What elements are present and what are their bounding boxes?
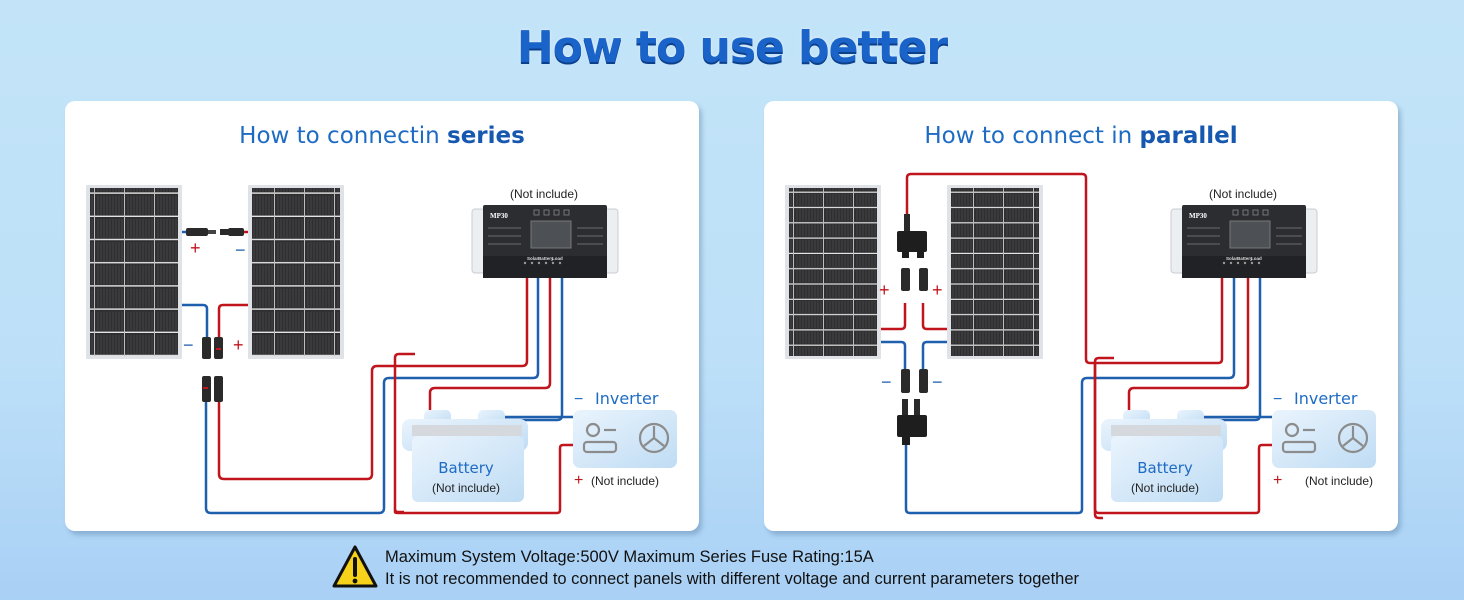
controller-model: MP30	[1189, 212, 1207, 220]
inverter-icon	[573, 410, 677, 468]
series-connection-card: How to connectin series	[65, 101, 699, 531]
mc4-connector-pair-upper	[202, 337, 223, 359]
parallel-wiring-diagram: + + − − (Not include) MP30	[785, 172, 1376, 520]
warning-triangle-icon	[332, 545, 378, 588]
parallel-minus-label-left: −	[881, 372, 892, 392]
series-controller-note: (Not include)	[510, 187, 578, 201]
parallel-minus-label-right: −	[932, 372, 943, 392]
controller-terminal-solar: Solar	[1226, 256, 1238, 261]
parallel-connection-card: How to connect in parallel	[764, 101, 1398, 531]
series-inverter-note: (Not include)	[591, 474, 659, 488]
series-plus-label-top: +	[190, 238, 201, 258]
controller-terminal-load: Load	[1251, 256, 1262, 261]
parallel-battery-label: Battery	[1137, 459, 1193, 477]
mc4-branch-connector-positive	[897, 214, 928, 291]
series-card-title: How to connectin series	[65, 123, 699, 149]
controller-terminal-battery: Battery	[538, 256, 554, 261]
battery-icon: Battery (Not include)	[393, 352, 528, 514]
series-minus-label-bottom: −	[183, 335, 194, 355]
controller-terminal-load: Load	[552, 256, 563, 261]
parallel-plus-label-left: +	[879, 280, 890, 300]
controller-model: MP30	[490, 212, 508, 220]
parallel-inverter-plus: +	[1273, 472, 1282, 489]
series-plus-label-bottom: +	[233, 335, 244, 355]
series-title-bold: series	[447, 123, 525, 149]
parallel-inverter-label: Inverter	[1294, 389, 1358, 408]
parallel-controller-note: (Not include)	[1209, 187, 1277, 201]
series-wiring-diagram: + − − + (Not include) MP30	[86, 185, 677, 515]
parallel-inverter-note: (Not include)	[1305, 474, 1373, 488]
parallel-title-prefix: How to connect in	[924, 123, 1140, 149]
solar-panel-left	[785, 185, 881, 359]
inverter-icon	[1272, 410, 1376, 468]
series-inverter-label: Inverter	[595, 389, 659, 408]
series-inverter-minus: −	[574, 391, 583, 408]
series-battery-label: Battery	[438, 459, 494, 477]
series-minus-label-top: −	[235, 240, 246, 260]
mc4-connector-pair-lower	[202, 376, 223, 402]
series-title-prefix: How to connectin	[239, 123, 448, 149]
page-title: How to use better	[516, 22, 948, 73]
battery-icon: Battery (Not include)	[1093, 356, 1227, 520]
charge-controller: MP30 Solar Battery Load	[471, 205, 619, 278]
parallel-title-bold: parallel	[1139, 123, 1238, 149]
mc4-connector-top	[182, 228, 248, 236]
controller-terminal-solar: Solar	[527, 256, 539, 261]
solar-panel-right	[947, 185, 1043, 359]
mc4-branch-connector-negative	[897, 369, 928, 445]
series-battery-note: (Not include)	[432, 481, 500, 495]
parallel-card-title: How to connect in parallel	[764, 123, 1398, 149]
solar-panel-left	[86, 185, 182, 359]
parallel-battery-note: (Not include)	[1131, 481, 1199, 495]
parallel-plus-label-right: +	[932, 280, 943, 300]
controller-terminal-battery: Battery	[1237, 256, 1253, 261]
charge-controller: MP30 Solar Battery Load	[1170, 205, 1318, 278]
series-inverter-plus: +	[574, 472, 583, 489]
solar-panel-right	[248, 185, 344, 359]
warning-line-2: It is not recommended to connect panels …	[385, 570, 1080, 588]
warning-line-1: Maximum System Voltage:500V Maximum Seri…	[385, 548, 874, 566]
parallel-inverter-minus: −	[1273, 391, 1282, 408]
